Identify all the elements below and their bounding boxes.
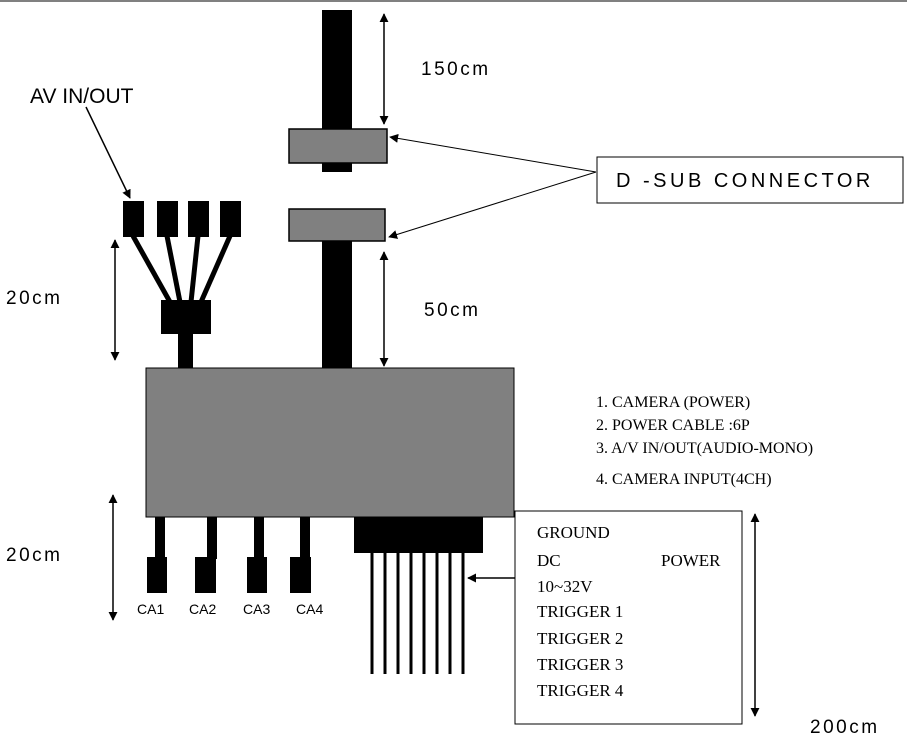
power-box-trigger-3: TRIGGER 3 xyxy=(537,655,624,674)
camera-port-label-3: CA3 xyxy=(243,601,271,617)
power-wires xyxy=(370,552,465,674)
length-200-label: 200cm xyxy=(810,717,880,738)
legend-item-4: 4. CAMERA INPUT(4CH) xyxy=(596,471,772,488)
dsub-connector-label: D -SUB CONNECTOR xyxy=(616,170,874,192)
main-module xyxy=(145,367,515,518)
power-box-dc: DC xyxy=(537,551,561,570)
power-description-box xyxy=(514,510,743,725)
length-150-label: 150cm xyxy=(421,59,491,80)
camera-port-label-4: CA4 xyxy=(296,601,324,617)
camera-port-label-2: CA2 xyxy=(189,601,217,617)
av-pointer-arrow xyxy=(85,106,131,199)
legend-item-1: 1. CAMERA (POWER) xyxy=(596,394,751,411)
dsub-label-box xyxy=(596,156,904,204)
av-cables xyxy=(130,234,233,304)
power-box-voltage: 10~32V xyxy=(537,577,593,596)
dsub-connector-lower xyxy=(288,208,386,242)
length-20-bottom-label: 20cm xyxy=(6,545,63,566)
length-20-top-label: 20cm xyxy=(6,288,63,309)
av-plug-2 xyxy=(157,201,178,237)
av-in-out-label: AV IN/OUT xyxy=(30,85,134,108)
dsub-pointer-lower xyxy=(388,171,597,239)
power-box-trigger-1: TRIGGER 1 xyxy=(537,602,624,621)
power-box-trigger-2: TRIGGER 2 xyxy=(537,629,624,648)
camera-cables xyxy=(147,517,311,593)
camera-port-label-1: CA1 xyxy=(137,601,165,617)
av-plug-3 xyxy=(188,201,209,237)
power-box-trigger-4: TRIGGER 4 xyxy=(537,681,624,700)
length-50-label: 50cm xyxy=(424,300,481,321)
main-cable-lower xyxy=(322,240,352,368)
power-connector xyxy=(354,517,483,553)
power-box-ground: GROUND xyxy=(537,523,610,542)
dsub-connector-upper xyxy=(288,128,388,164)
dsub-pointer-upper xyxy=(389,133,597,173)
av-junction-cable xyxy=(178,333,193,368)
av-junction-block xyxy=(161,300,211,334)
av-plug-1 xyxy=(123,201,144,237)
av-plug-4 xyxy=(220,201,241,237)
legend-item-2: 2. POWER CABLE :6P xyxy=(596,417,750,434)
power-box-power: POWER xyxy=(661,551,721,570)
legend-item-3: 3. A/V IN/OUT(AUDIO-MONO) xyxy=(596,440,814,457)
